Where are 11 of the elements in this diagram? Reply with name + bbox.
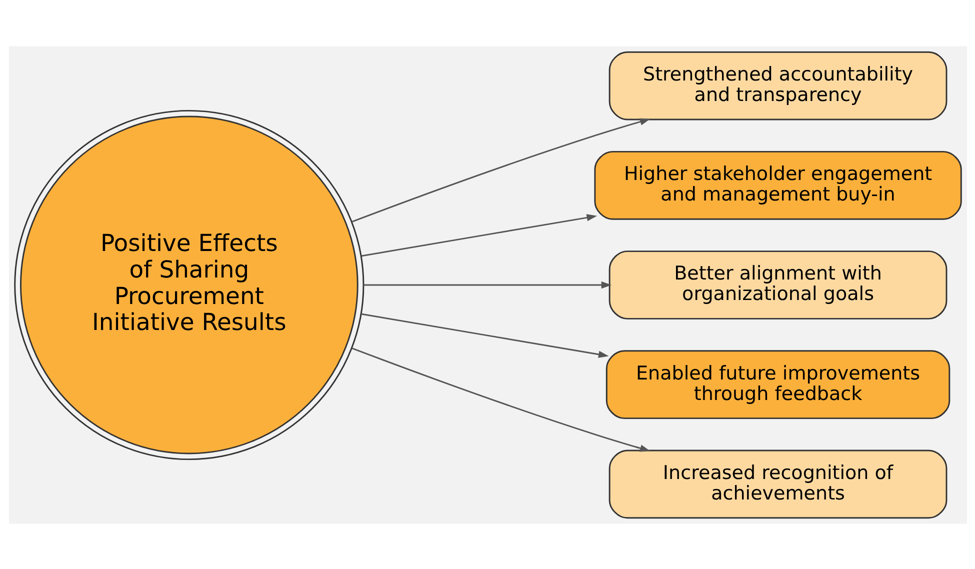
node-box: Strengthened accountability and transparency xyxy=(608,50,947,120)
arrow xyxy=(351,118,650,222)
arrow xyxy=(351,347,650,452)
arrow xyxy=(360,312,608,358)
arrow xyxy=(363,280,612,288)
node-box: Increased recognition of achievements xyxy=(608,449,947,518)
arrow xyxy=(360,214,597,256)
node-box: Higher stakeholder engagement and management buy-in xyxy=(594,150,962,220)
node-box: Better alignment with organizational goals xyxy=(608,250,947,319)
node-box: Enabled future improvements through feedback xyxy=(605,350,950,419)
node-circle: Positive Effects of Sharing Procurement Initiative Results xyxy=(14,109,364,460)
